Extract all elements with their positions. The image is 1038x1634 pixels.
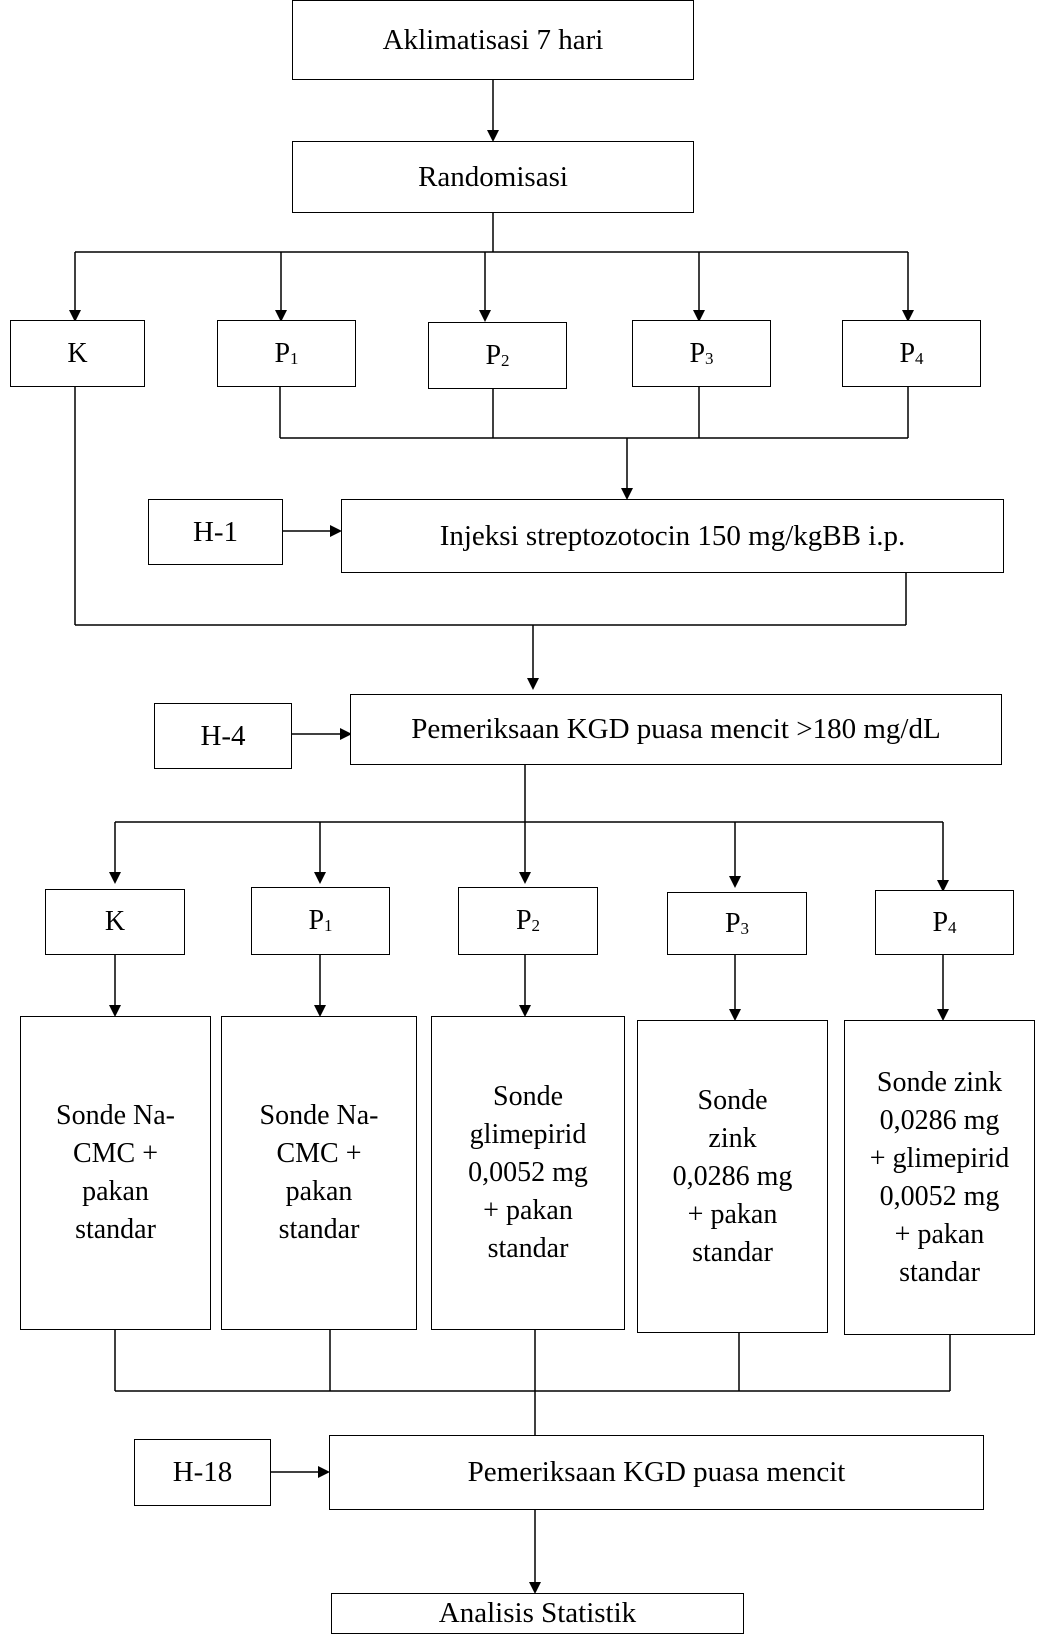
glucose-check-2-box: Pemeriksaan KGD puasa mencit	[329, 1435, 984, 1510]
treatment-p3-box: Sonde zink 0,0286 mg + pakan standar	[637, 1020, 828, 1333]
group-p2-top-label: P2	[485, 339, 510, 371]
glucose-check-1-box: Pemeriksaan KGD puasa mencit >180 mg/dL	[350, 694, 1002, 765]
group-p1-top: P1	[217, 320, 356, 387]
group-p3-top-label: P3	[689, 337, 714, 369]
randomization-label: Randomisasi	[418, 160, 568, 193]
analysis-label: Analisis Statistik	[438, 1597, 637, 1629]
group-k-top: K	[10, 320, 145, 387]
group-p2-bottom: P2	[458, 887, 598, 955]
glucose-check-2-label: Pemeriksaan KGD puasa mencit	[467, 1456, 846, 1488]
group-k-bottom: K	[45, 889, 185, 955]
analysis-box: Analisis Statistik	[331, 1593, 744, 1634]
day1-label: H-1	[192, 515, 239, 548]
group-p2-top: P2	[428, 322, 567, 389]
group-p1-bottom-label: P1	[308, 905, 333, 936]
group-p1-top-label: P1	[274, 337, 299, 369]
treatment-p2-label: Sonde glimepirid 0,0052 mg + pakan stand…	[468, 1081, 588, 1264]
day4-box: H-4	[154, 703, 292, 769]
acclimatization-label: Aklimatisasi 7 hari	[382, 23, 604, 56]
treatment-p1-box: Sonde Na- CMC + pakan standar	[221, 1016, 417, 1330]
group-p3-bottom: P3	[667, 892, 807, 955]
day4-label: H-4	[200, 719, 246, 752]
injection-label: Injeksi streptozotocin 150 mg/kgBB i.p.	[439, 519, 906, 552]
group-p3-top: P3	[632, 320, 771, 387]
group-p2-bottom-label: P2	[515, 905, 541, 936]
acclimatization-box: Aklimatisasi 7 hari	[292, 0, 694, 80]
day1-box: H-1	[148, 499, 283, 565]
glucose-check-1-label: Pemeriksaan KGD puasa mencit >180 mg/dL	[411, 713, 941, 745]
group-p3-bottom-label: P3	[724, 907, 750, 939]
treatment-p4-label: Sonde zink 0,0286 mg + glimepirid 0,0052…	[869, 1066, 1010, 1288]
day18-label: H-18	[172, 1456, 233, 1488]
treatment-k-label: Sonde Na- CMC + pakan standar	[56, 1100, 175, 1245]
group-k-bottom-label: K	[104, 906, 126, 937]
treatment-p2-box: Sonde glimepirid 0,0052 mg + pakan stand…	[431, 1016, 625, 1330]
randomization-box: Randomisasi	[292, 141, 694, 213]
group-p4-top-label: P4	[899, 337, 924, 369]
treatment-k-box: Sonde Na- CMC + pakan standar	[20, 1016, 211, 1330]
treatment-p4-box: Sonde zink 0,0286 mg + glimepirid 0,0052…	[844, 1020, 1035, 1335]
group-p1-bottom: P1	[251, 887, 390, 955]
treatment-p3-label: Sonde zink 0,0286 mg + pakan standar	[672, 1084, 793, 1268]
day18-box: H-18	[134, 1439, 271, 1506]
injection-box: Injeksi streptozotocin 150 mg/kgBB i.p.	[341, 499, 1004, 573]
group-p4-top: P4	[842, 320, 981, 387]
treatment-p1-label: Sonde Na- CMC + pakan standar	[259, 1100, 379, 1245]
group-p4-bottom-label: P4	[932, 906, 957, 938]
group-k-top-label: K	[67, 337, 88, 369]
group-p4-bottom: P4	[875, 890, 1014, 955]
